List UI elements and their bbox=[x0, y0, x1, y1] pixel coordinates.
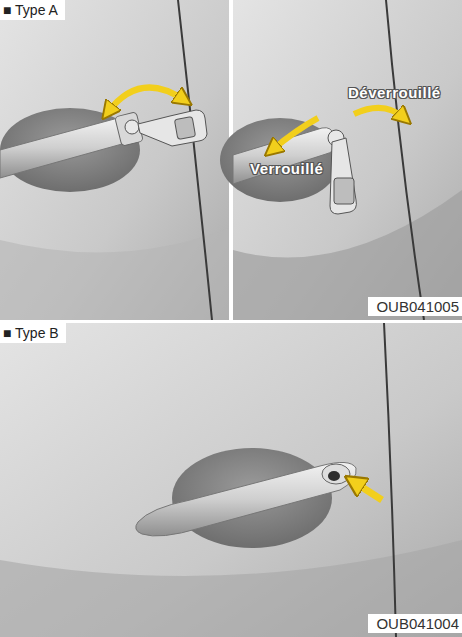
type-a-right-panel bbox=[220, 0, 462, 320]
figure-code: OUB041005 bbox=[368, 297, 462, 316]
position-label: Verrouillé bbox=[250, 160, 323, 177]
position-label: Déverrouillé bbox=[348, 84, 441, 101]
type-b-panel bbox=[0, 323, 462, 637]
type-a-left-panel bbox=[0, 0, 229, 320]
type-label: ■ Type A bbox=[0, 0, 65, 20]
type-label: ■ Type B bbox=[0, 323, 66, 343]
figure-code: OUB041004 bbox=[368, 614, 462, 633]
